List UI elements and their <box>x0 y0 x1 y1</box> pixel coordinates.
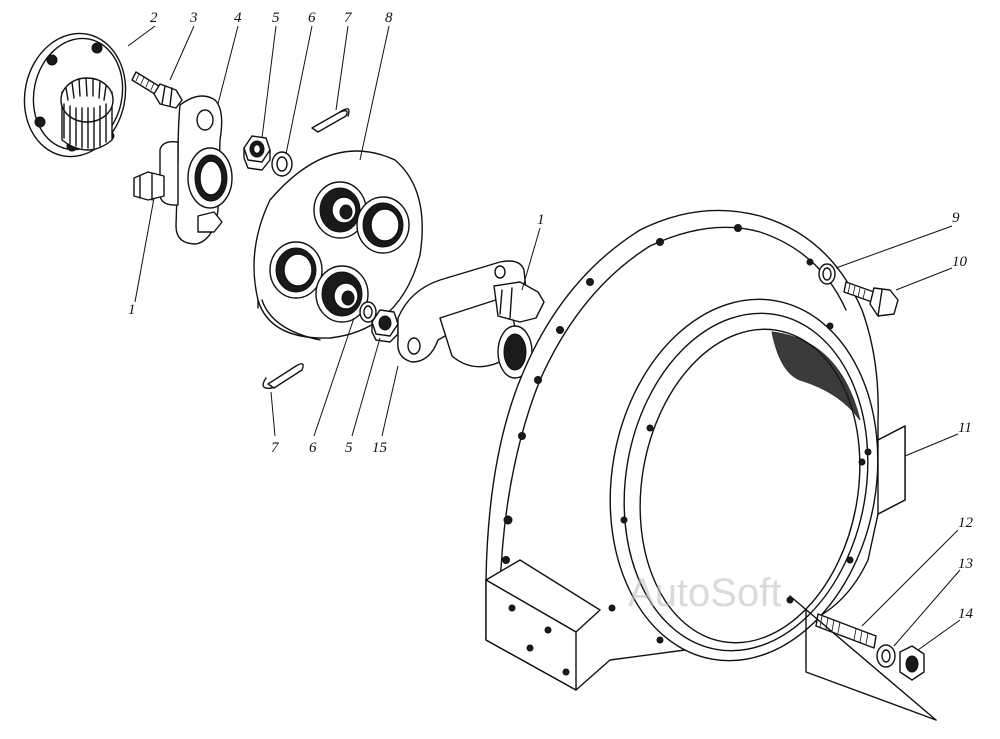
callout-1-right: 1 <box>537 212 545 228</box>
callout-14: 14 <box>958 606 974 622</box>
spline-shaft <box>60 77 114 151</box>
part-4-yoke <box>133 95 233 245</box>
watermark-text: AutoSoft <box>628 571 781 615</box>
part-7-cotter-pin-bottom <box>262 363 304 389</box>
callout-12: 12 <box>958 515 974 531</box>
part-11-housing <box>485 209 906 691</box>
part-10-bolt <box>843 281 899 317</box>
part-8-coupling-disc <box>253 150 423 341</box>
bushing-bottom <box>315 265 369 323</box>
part-13-washer <box>876 644 896 668</box>
part-15-splined-yoke <box>397 260 545 379</box>
callout-15: 15 <box>372 440 388 456</box>
callout-7-top: 7 <box>344 10 353 26</box>
callout-11: 11 <box>958 420 972 436</box>
bushing-top <box>313 181 367 239</box>
housing-base-block <box>485 559 601 691</box>
bushing-left <box>269 241 323 299</box>
callout-4: 4 <box>234 10 242 26</box>
part-5-castle-nut-bottom <box>371 309 399 343</box>
housing-bore <box>609 298 879 662</box>
part-5-castle-nut-top <box>243 135 271 171</box>
mounting-holes <box>502 224 866 644</box>
callout-6-bottom: 6 <box>309 440 317 456</box>
part-2-splined-flange <box>23 32 127 158</box>
callout-3: 3 <box>189 10 198 26</box>
callout-2: 2 <box>150 10 158 26</box>
part-7-cotter-pin-top <box>311 108 350 133</box>
part-6-washer-top <box>271 151 293 177</box>
callout-8: 8 <box>385 10 393 26</box>
callout-1-left: 1 <box>128 302 136 318</box>
bushing-right <box>356 196 410 254</box>
callout-labels: 2 3 4 5 6 7 8 1 1 7 6 5 15 9 10 11 12 13… <box>128 10 974 622</box>
part-6-washer-bottom <box>359 301 377 323</box>
callout-6-top: 6 <box>308 10 316 26</box>
part-14-nut <box>899 645 925 681</box>
callout-10: 10 <box>952 254 968 270</box>
callout-5-top: 5 <box>272 10 280 26</box>
callout-9: 9 <box>952 210 960 226</box>
leader-lines <box>127 25 961 651</box>
part-12-stud <box>789 595 937 721</box>
part-9-washer <box>818 263 836 285</box>
callout-5-bottom: 5 <box>345 440 353 456</box>
housing-side-lug <box>864 425 906 515</box>
callout-7-bottom: 7 <box>271 440 280 456</box>
part-3-bolt <box>131 71 183 109</box>
callout-13: 13 <box>958 556 973 572</box>
